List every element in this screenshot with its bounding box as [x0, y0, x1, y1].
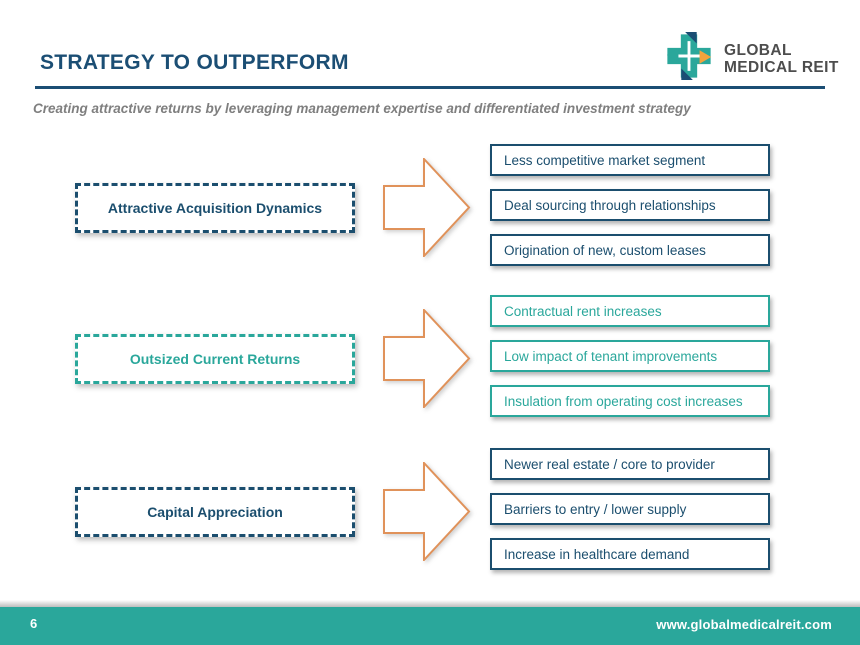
block-arrow-right-icon [383, 158, 471, 257]
block-arrow-right-icon [383, 309, 471, 408]
strategy-row-appreciation: Capital Appreciation Newer real estate /… [0, 448, 860, 570]
benefit-box: Low impact of tenant improvements [490, 340, 770, 372]
pillar-box-returns: Outsized Current Returns [75, 334, 355, 384]
logo-line1: GLOBAL [724, 41, 792, 59]
company-logo: GLOBAL MEDICAL REIT [664, 31, 839, 86]
cross-pinwheel-icon [664, 31, 714, 86]
strategy-row-returns: Outsized Current Returns Contractual ren… [0, 295, 860, 418]
pillar-box-acquisition: Attractive Acquisition Dynamics [75, 183, 355, 233]
pillar-box-appreciation: Capital Appreciation [75, 487, 355, 537]
pillar-label: Capital Appreciation [147, 504, 283, 520]
block-arrow-right-icon [383, 462, 471, 561]
page-number: 6 [30, 616, 38, 631]
pillar-label: Attractive Acquisition Dynamics [107, 200, 323, 216]
benefit-box: Newer real estate / core to provider [490, 448, 770, 480]
page-title: STRATEGY TO OUTPERFORM [40, 51, 349, 74]
benefit-box: Insulation from operating cost increases [490, 385, 770, 417]
benefit-box: Contractual rent increases [490, 295, 770, 327]
benefit-box: Deal sourcing through relationships [490, 189, 770, 221]
title-underline [35, 86, 825, 89]
pillar-label: Outsized Current Returns [129, 351, 301, 367]
benefit-box: Increase in healthcare demand [490, 538, 770, 570]
logo-line2: MEDICAL REIT [724, 58, 839, 76]
benefit-box: Less competitive market segment [490, 144, 770, 176]
footer-website: www.globalmedicalreit.com [656, 617, 832, 632]
footer-bar: 6 www.globalmedicalreit.com [0, 607, 860, 645]
strategy-row-acquisition: Attractive Acquisition Dynamics Less com… [0, 144, 860, 266]
benefit-box: Barriers to entry / lower supply [490, 493, 770, 525]
logo-wordmark: GLOBAL MEDICAL REIT [724, 42, 839, 76]
footer-gradient-rule [0, 600, 860, 607]
benefit-box: Origination of new, custom leases [490, 234, 770, 266]
slide-subtitle: Creating attractive returns by leveragin… [33, 101, 691, 116]
